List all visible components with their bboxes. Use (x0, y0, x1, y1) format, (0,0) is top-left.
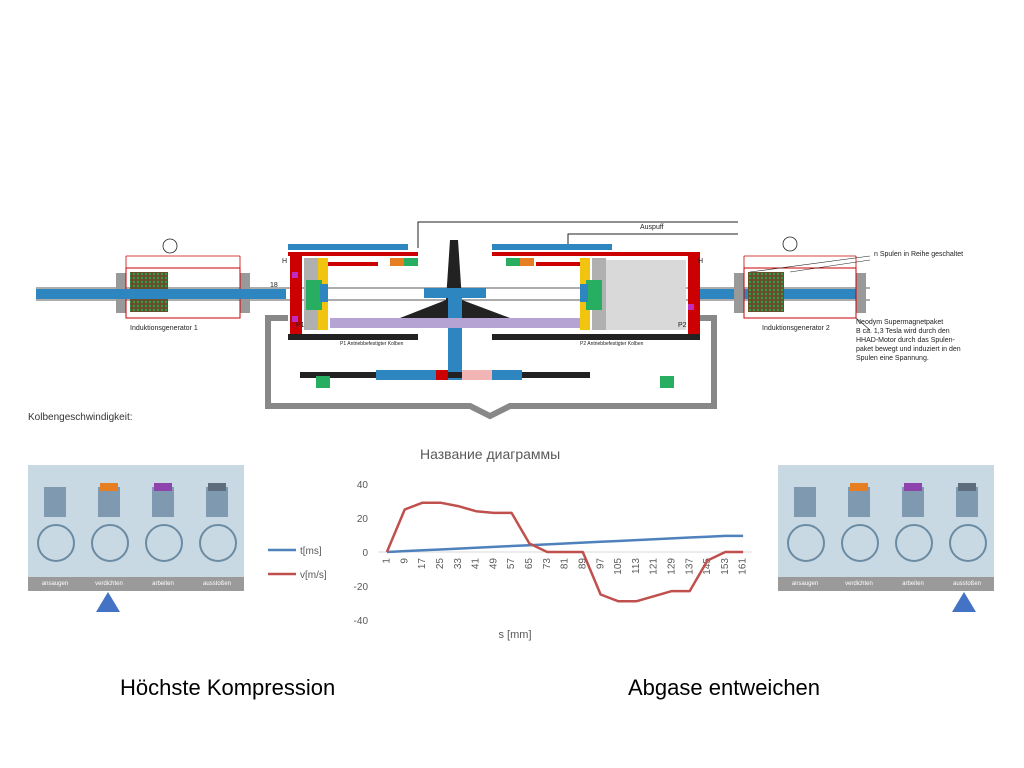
x-tick-label: 17 (417, 558, 428, 570)
x-tick-label: 25 (435, 558, 446, 570)
engine-cycle-illustration (787, 483, 987, 562)
x-tick-label: 105 (613, 558, 624, 575)
generator-2-label: Induktionsgenerator 2 (762, 325, 830, 332)
y-tick-label: -40 (354, 616, 369, 627)
left-shaft (36, 289, 286, 299)
x-tick-label: 73 (542, 558, 553, 570)
generator-1-label: Induktionsgenerator 1 (130, 325, 198, 332)
x-tick-label: 121 (649, 558, 660, 575)
p1-bottom-label: P1 Antriebbefestigter Kolben (340, 341, 404, 347)
x-tick-label: 153 (720, 558, 731, 575)
x-tick-label: 49 (488, 558, 499, 570)
x-tick-label: 9 (399, 558, 410, 564)
cycle-panel: ansaugen (28, 465, 83, 591)
series-line (385, 501, 744, 603)
x-tick-label: 65 (524, 558, 535, 570)
y-tick-label: -20 (354, 582, 369, 593)
chart-title: Название диаграммы (420, 446, 561, 462)
engine-cycle-illustration (37, 483, 237, 562)
x-tick-label: 57 (506, 558, 517, 570)
active-step-marker-left (96, 592, 120, 612)
x-tick-label: 41 (471, 558, 482, 570)
x-tick-label: 1 (382, 558, 393, 564)
x-tick-label: 145 (702, 558, 713, 575)
p1-label: P1 (296, 322, 305, 329)
induction-generator-1 (116, 238, 250, 319)
x-tick-label: 161 (738, 558, 749, 575)
caption-exhaust: Abgase entweichen (628, 675, 821, 700)
y-tick-label: 20 (357, 514, 369, 525)
active-step-marker-right (952, 592, 976, 612)
x-tick-label: 81 (560, 558, 571, 570)
p2-label: P2 (678, 322, 687, 329)
legend-label: t[ms] (300, 546, 322, 557)
cycle-panel: verdichten (82, 465, 137, 591)
p2-bottom-label: P2 Antriebbefestigter Kolben (580, 341, 644, 347)
x-tick-label: 137 (684, 558, 695, 575)
induction-generator-2 (734, 236, 871, 331)
caption-max-compression: Höchste Kompression (120, 675, 336, 700)
cycle-panel: ansaugen (778, 465, 833, 591)
engine-cycle-strip-right: ansaugen verdichten arbeiten ausstoßen (778, 465, 995, 591)
engine-cycle-strip-left: ansaugen verdichten arbeiten ausstoßen (28, 465, 245, 591)
number-18-label: 18 (270, 282, 278, 289)
h-label-right: H (698, 258, 704, 265)
x-tick-label: 129 (666, 558, 677, 575)
x-tick-label: 97 (595, 558, 606, 570)
magnet-note: Neodym Supermagnetpaket B ca. 1,3 Tesla … (856, 319, 961, 362)
auspuff-label: Auspuff (640, 224, 664, 231)
x-axis-label: s [mm] (499, 629, 532, 641)
y-tick-label: 40 (357, 480, 369, 491)
coils-note: n Spulen in Reihe geschaltet (874, 251, 964, 258)
y-tick-label: 0 (362, 548, 368, 559)
engine-block (265, 221, 738, 420)
series-line (386, 534, 744, 554)
h-label-left: H (282, 258, 288, 265)
legend-label: v[m/s] (300, 570, 327, 581)
engine-generator-diagram (36, 221, 871, 420)
piston-speed-label: Kolbengeschwindigkeit: (28, 412, 133, 423)
x-tick-label: 33 (453, 558, 464, 570)
x-tick-label: 113 (631, 558, 642, 574)
x-tick-label: 89 (577, 558, 588, 570)
